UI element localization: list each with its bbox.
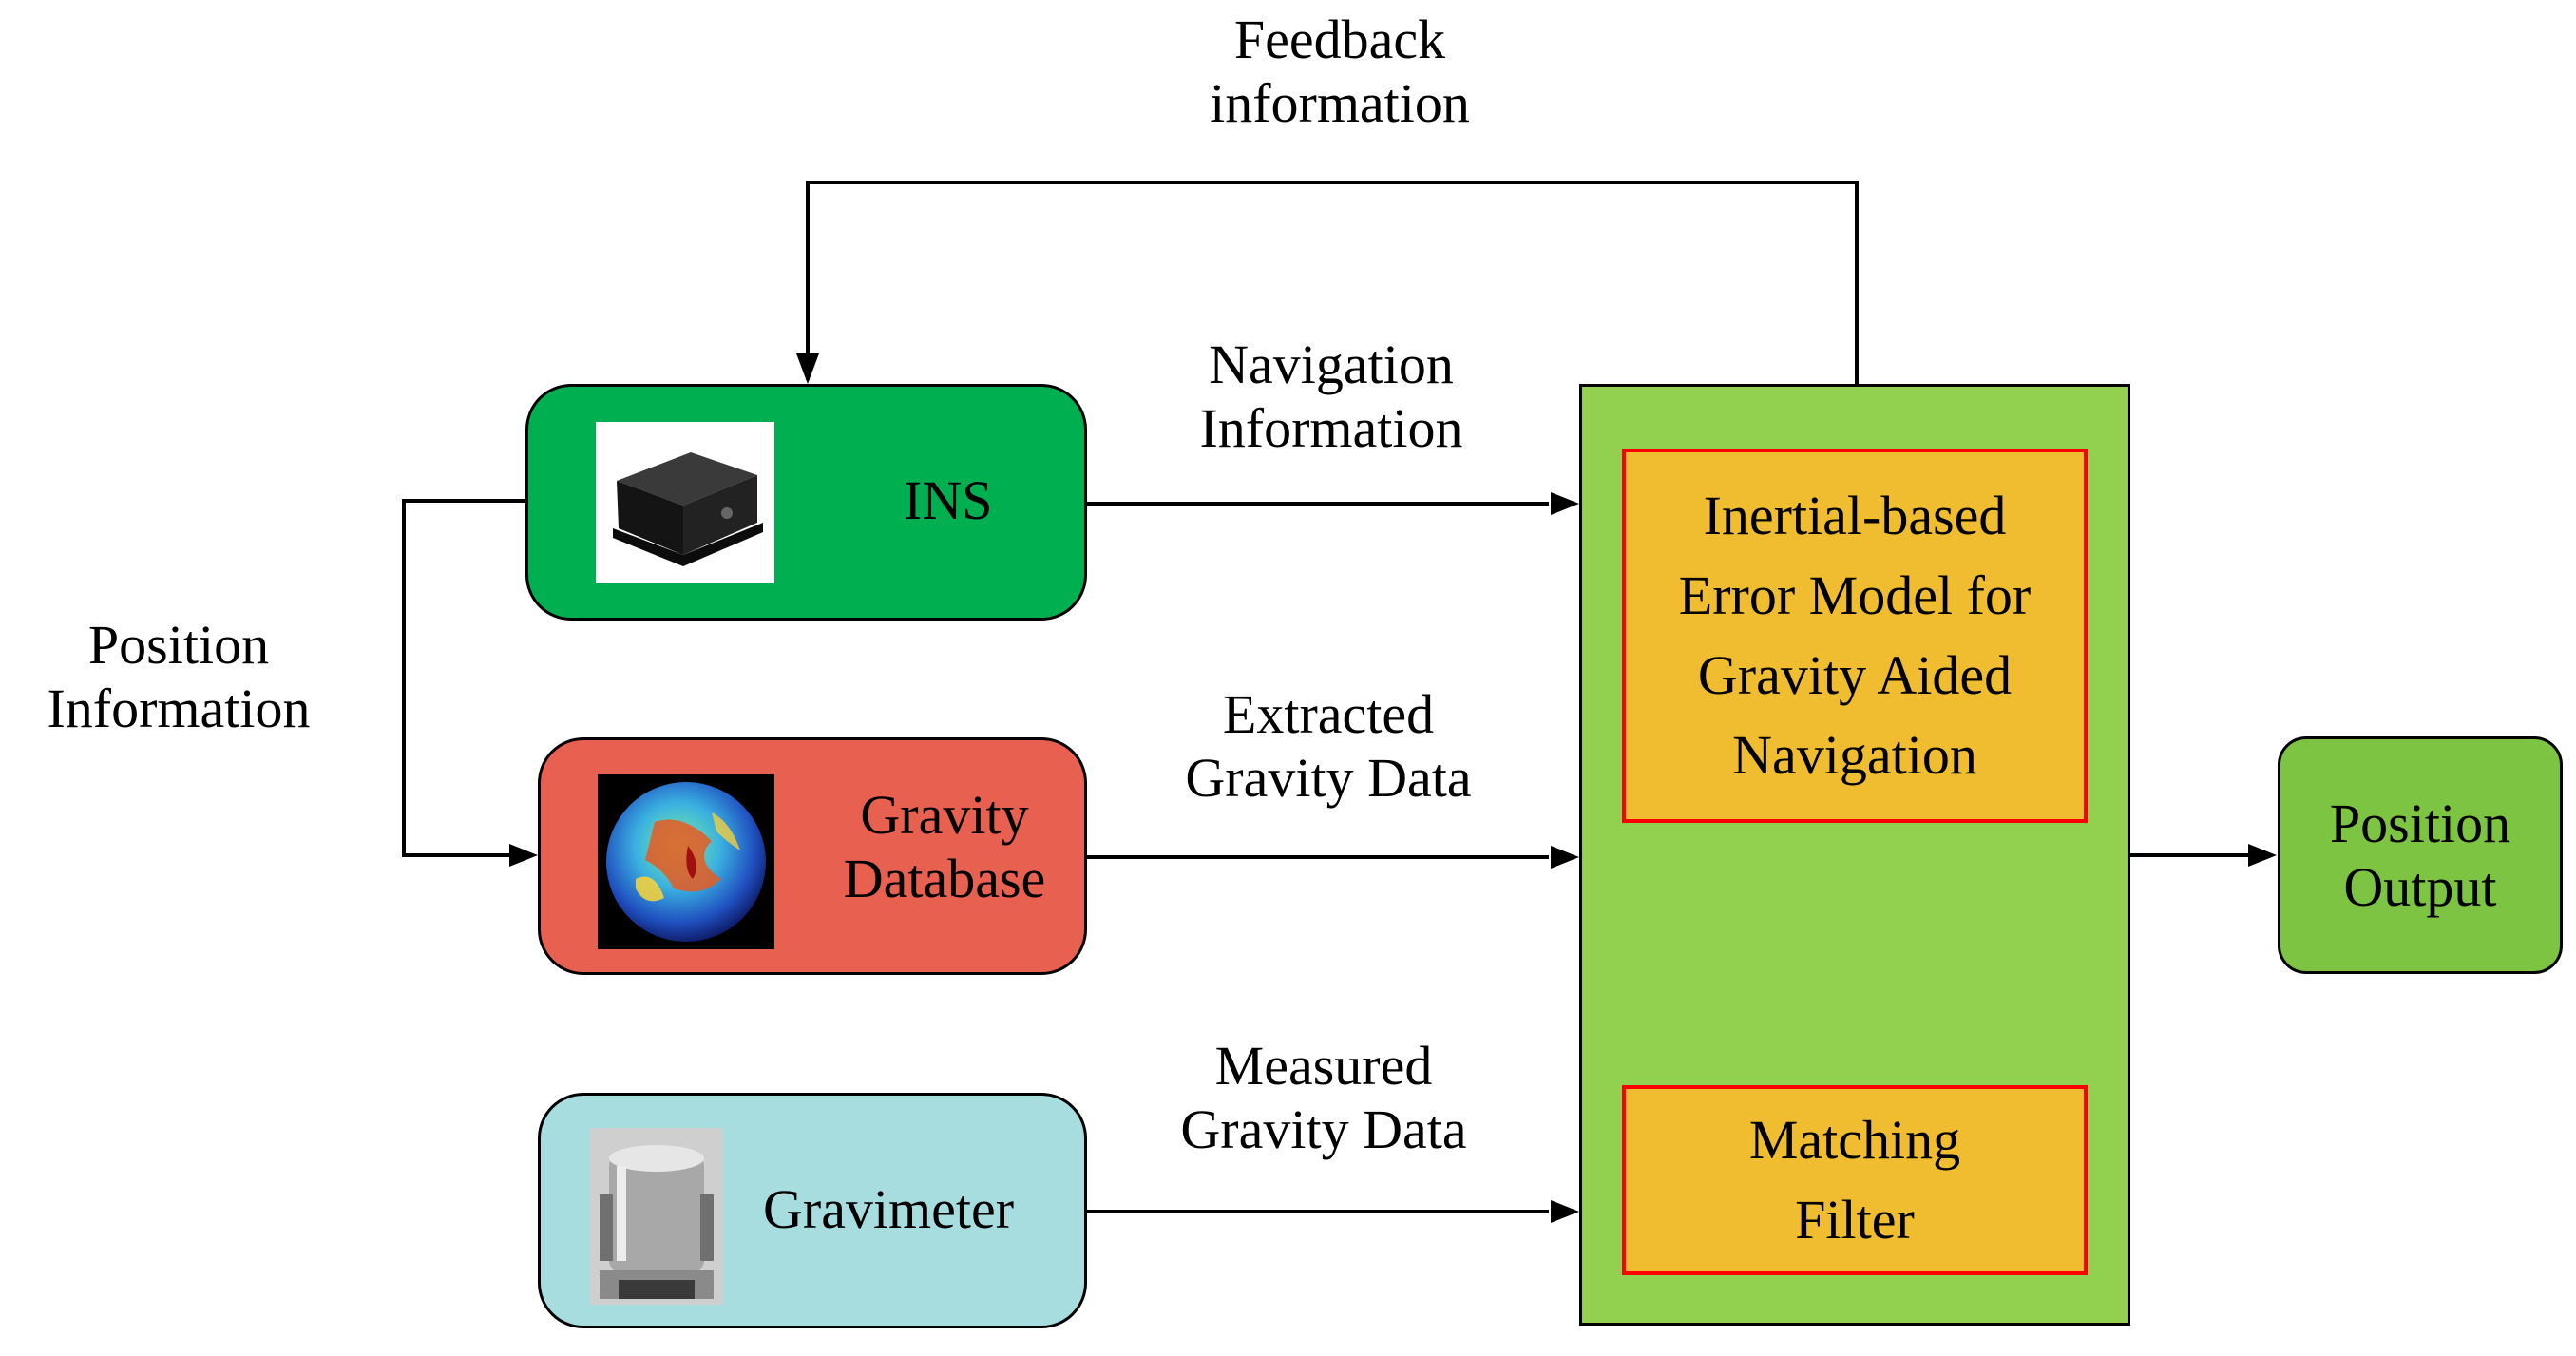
matching-filter-line1: Matching (1748, 1108, 1961, 1171)
gravity-database-label: Gravity Database (807, 783, 1082, 911)
position-arrowhead (509, 844, 538, 867)
measured-label-line2: Gravity Data (1180, 1098, 1467, 1161)
matching-filter-line2: Filter (1795, 1189, 1915, 1251)
error-model-line3: Gravity Aided (1697, 644, 2013, 706)
output-arrowhead (2248, 844, 2277, 867)
measured-label: Measured Gravity Data (1180, 1034, 1466, 1162)
position-info-label-line1: Position (87, 614, 270, 676)
position-arrow (402, 499, 525, 857)
extracted-label-line1: Extracted (1222, 683, 1435, 745)
position-output-text: Position Output (2330, 792, 2510, 920)
ins-node: INS (525, 384, 1087, 621)
navigation-label-line2: Information (1199, 397, 1463, 460)
position-output-line2: Output (2343, 856, 2497, 918)
gravimeter-node: Gravimeter (538, 1093, 1087, 1328)
navigation-arrowhead (1551, 492, 1579, 515)
position-info-label-line2: Information (47, 678, 311, 740)
position-output-line1: Position (2329, 792, 2511, 854)
gravimeter-photo-icon (590, 1128, 723, 1305)
matching-filter-text: Matching Filter (1749, 1100, 1960, 1260)
extracted-label-line2: Gravity Data (1185, 747, 1472, 810)
error-model-line2: Error Model for (1678, 563, 2032, 626)
feedback-arrow (806, 181, 1859, 386)
error-model-line4: Navigation (1732, 724, 1977, 787)
ins-unit-photo-icon (596, 422, 774, 583)
gravimeter-label: Gravimeter (763, 1178, 1015, 1240)
processing-block: Inertial-based Error Model for Gravity A… (1579, 384, 2130, 1326)
error-model-text: Inertial-based Error Model for Gravity A… (1679, 476, 2031, 795)
position-info-label: Position Information (47, 613, 310, 741)
gravity-database-label-line1: Gravity (860, 784, 1029, 846)
navigation-label: Navigation Information (1199, 333, 1462, 461)
gravity-database-node: Gravity Database (538, 737, 1087, 975)
matching-filter-box: Matching Filter (1622, 1085, 2088, 1275)
error-model-box: Inertial-based Error Model for Gravity A… (1622, 449, 2088, 823)
extracted-arrowhead (1551, 846, 1579, 869)
ins-label: INS (904, 469, 993, 531)
navigation-label-line1: Navigation (1209, 334, 1454, 395)
measured-label-line1: Measured (1214, 1035, 1433, 1097)
feedback-label-line1: Feedback (1233, 9, 1446, 70)
error-model-line1: Inertial-based (1703, 484, 2007, 546)
feedback-label-line2: information (1210, 72, 1470, 135)
feedback-label: Feedback information (1210, 8, 1470, 136)
measured-arrowhead (1551, 1200, 1579, 1223)
position-output-node: Position Output (2278, 736, 2563, 974)
earth-gravity-map-icon (598, 774, 774, 949)
gravity-database-label-line2: Database (843, 848, 1046, 910)
extracted-label: Extracted Gravity Data (1185, 682, 1471, 811)
feedback-arrowhead (796, 353, 819, 384)
